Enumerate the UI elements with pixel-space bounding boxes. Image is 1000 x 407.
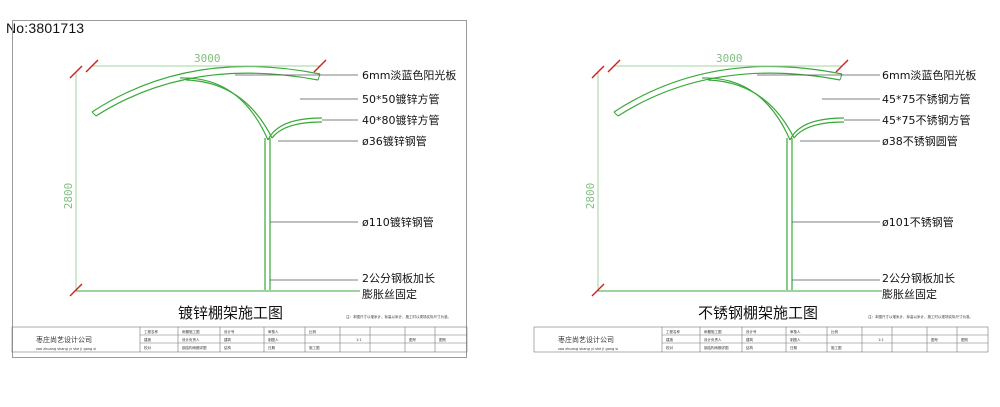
tb-cell: 设计负责人	[704, 337, 722, 342]
span-dimension: 3000	[716, 52, 743, 65]
tb-cell: 校对	[144, 345, 151, 350]
canopy-inner-arc	[95, 72, 319, 117]
tb-cell: 制图人	[268, 337, 279, 342]
callout-left-5: ø110镀锌钢管	[362, 215, 434, 229]
canopy-outer-arc	[613, 65, 843, 113]
callout-right-1: 6mm淡蓝色阳光板	[882, 68, 976, 82]
canopy-inner-arc	[617, 72, 841, 117]
callout-right-3: 45*75不锈钢方管	[882, 113, 971, 127]
canopy-rafter-b	[185, 79, 273, 139]
tb-cell: 工程名称	[666, 329, 680, 334]
canopy-rafter-b	[707, 79, 795, 139]
tb-cell: 审核人	[790, 329, 801, 334]
tb-cell: 图别	[439, 337, 447, 342]
tb-cell: 建筑	[746, 337, 754, 342]
tb-cell: 建筑	[224, 337, 231, 342]
tb-cell: 图号	[409, 337, 417, 342]
canopy-outer-arc	[91, 65, 321, 113]
company-name-right: 枣庄尚艺设计公司	[558, 335, 614, 344]
tb-cell: 工程名称	[144, 329, 158, 334]
tb-cell: 日期	[790, 345, 798, 350]
tb-cell: 制图人	[790, 337, 801, 342]
drawing-title-left: 镀锌棚架施工图	[178, 304, 283, 322]
tb-cell: 审核人	[268, 329, 279, 334]
height-dimension: 2800	[62, 183, 75, 210]
company-name-left: 枣庄尚艺设计公司	[36, 335, 92, 344]
callout-left-1: 6mm淡蓝色阳光板	[362, 68, 456, 82]
callout-right-6: 2公分钢板加长	[882, 271, 955, 285]
drawing-title-right: 不锈钢棚架施工图	[698, 304, 818, 322]
tb-cell: 日期	[268, 345, 276, 350]
canopy-rafter-a	[179, 77, 269, 141]
tb-cell: 图号	[931, 337, 939, 342]
tb-cell: 施工图	[309, 345, 320, 350]
company-pinyin-left: zao zhuang shang yi she ji gong si	[36, 347, 96, 351]
tb-cell: 建施	[144, 337, 151, 342]
callout-left-4: ø36镀锌钢管	[362, 134, 427, 148]
note-left: 注：本图尺寸以毫米计，标高以米计，施工时以现场实际尺寸为准。	[346, 314, 451, 319]
tb-cell: 设计号	[746, 329, 757, 334]
callout-left-6: 2公分钢板加长	[362, 271, 435, 285]
title-block-right	[533, 326, 989, 353]
callout-right-4: ø38不锈钢圆管	[882, 134, 958, 148]
callout-right-5: ø101不锈钢管	[882, 215, 954, 229]
tb-cell: 建施	[666, 337, 674, 342]
callout-left-7: 膨胀丝固定	[362, 287, 417, 301]
title-block-left	[11, 326, 468, 353]
canopy-arm	[789, 117, 845, 141]
drawing-sheet-left	[12, 20, 467, 358]
tb-cell: 校对	[666, 345, 674, 350]
tb-cell: 1:1	[878, 338, 884, 342]
tb-cell: 雨棚施工图	[182, 329, 200, 334]
callout-right-7: 膨胀丝固定	[882, 287, 937, 301]
callout-left-3: 40*80镀锌方管	[362, 113, 440, 127]
callout-right-2: 45*75不锈钢方管	[882, 92, 971, 106]
span-dimension: 3000	[194, 52, 221, 65]
height-dimension: 2800	[584, 183, 597, 210]
tb-cell: 设计负责人	[182, 337, 200, 342]
canopy-rafter-a	[701, 77, 791, 141]
tb-cell: 结构	[746, 345, 754, 350]
tb-cell: 结构	[224, 345, 231, 350]
tb-cell: 钢结构雨棚详图	[182, 345, 207, 350]
tb-cell: 设计号	[224, 329, 235, 334]
note-right: 注：本图尺寸以毫米计，标高以米计，施工时以现场实际尺寸为准。	[868, 314, 973, 319]
tb-cell: 钢结构雨棚详图	[704, 345, 729, 350]
canopy-arm	[267, 117, 323, 141]
image-id-label: No:3801713	[6, 20, 85, 36]
tb-cell: 比例	[309, 329, 317, 334]
tb-cell: 施工图	[831, 345, 842, 350]
company-pinyin-right: zao zhuang shang yi she ji gong si	[558, 347, 618, 351]
tb-cell: 1:1	[356, 338, 362, 342]
tb-cell: 雨棚施工图	[704, 329, 722, 334]
tb-cell: 图别	[961, 337, 969, 342]
canopy-arm-inner	[271, 121, 323, 139]
drawing-right-group: 3000 2800 6mm淡蓝色阳光板 45*75不锈钢方管 45*75不锈钢方…	[533, 52, 989, 353]
tb-cell: 比例	[831, 329, 839, 334]
canopy-arm-inner	[793, 121, 845, 139]
callout-left-2: 50*50镀锌方管	[362, 92, 440, 106]
